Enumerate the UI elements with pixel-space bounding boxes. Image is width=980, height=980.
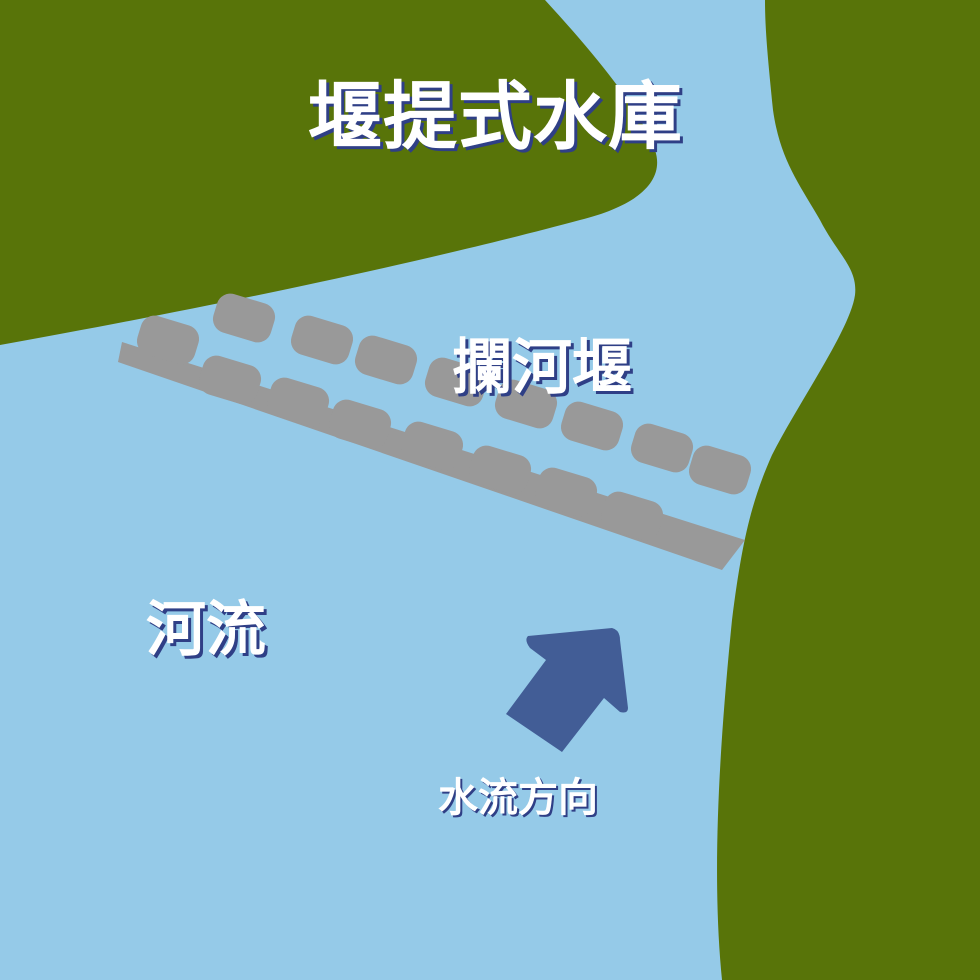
weir-block [354,335,418,385]
weir-block [266,377,330,427]
right-bank-land [717,0,980,980]
weir-block [560,401,624,451]
weir-block [630,423,694,473]
weir-block [600,491,664,541]
river-label: 河流 [146,595,266,665]
flow-direction-arrow [506,628,628,752]
reservoir-bank-land [0,0,658,345]
weir-block [468,445,532,495]
weir-block [198,355,262,405]
diagram-title: 堰提式水庫 [308,74,683,160]
weir-block [494,379,558,429]
weir-block [688,445,752,495]
weir-block [328,399,392,449]
flow-direction-label: 水流方向 [438,774,598,821]
weir-block [424,357,488,407]
weir-block [290,315,354,365]
weir-block [534,467,598,517]
weir-block [136,315,200,365]
weir-block [400,421,464,471]
weir-label: 攔河堰 [452,333,632,403]
weir-dam [118,293,752,570]
weir-block [212,293,276,343]
